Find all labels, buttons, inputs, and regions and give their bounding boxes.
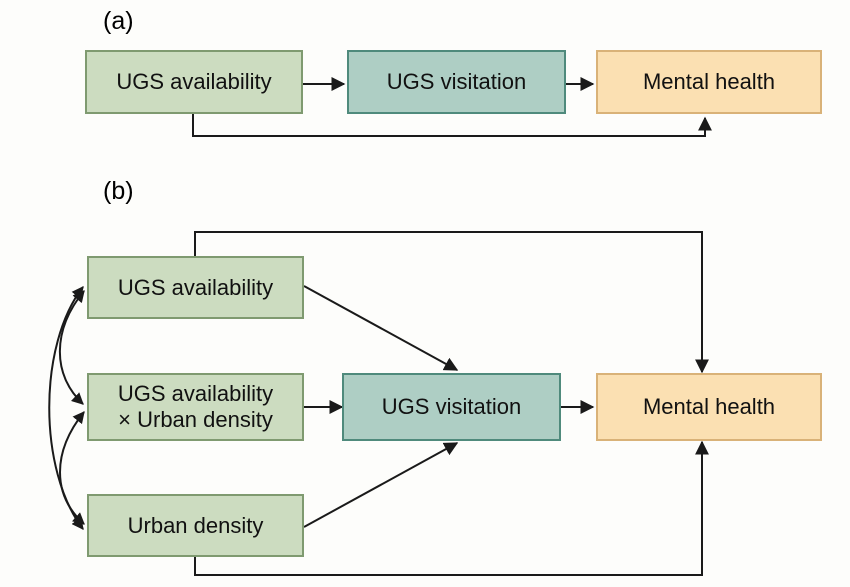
edge-b-urban-density-to-visitation [303, 442, 459, 528]
node-b-ugs-visitation-label: UGS visitation [381, 394, 522, 420]
edge-a-availability-to-mental-health [192, 114, 712, 137]
node-a-ugs-visitation-label: UGS visitation [386, 69, 527, 95]
node-a-mental-health-label: Mental health [642, 69, 776, 95]
node-b-mental-health[interactable]: Mental health [596, 373, 822, 441]
node-b-interaction-label-line1: UGS availability [117, 381, 274, 407]
node-a-ugs-availability-label: UGS availability [116, 69, 272, 95]
node-b-urban-density-label: Urban density [127, 512, 264, 538]
node-a-mental-health[interactable]: Mental health [596, 50, 822, 114]
edge-b-cov-availability-urban-density [48, 286, 84, 530]
edge-b-availability-to-visitation [303, 285, 459, 371]
node-b-ugs-availability[interactable]: UGS availability [87, 256, 304, 319]
edge-b-urban-density-to-mental-health [194, 440, 709, 576]
edge-b-availability-to-mental-health [194, 231, 709, 374]
panel-label-b: (b) [103, 177, 134, 205]
edge-b-cov-availability-interaction [58, 290, 85, 405]
node-b-interaction-label: UGS availability × Urban density [112, 381, 279, 433]
edge-b-cov-interaction-urban-density [59, 411, 85, 525]
node-b-urban-density[interactable]: Urban density [87, 494, 304, 557]
node-a-ugs-availability[interactable]: UGS availability [85, 50, 303, 114]
panel-label-a: (a) [103, 7, 134, 35]
node-b-ugs-visitation[interactable]: UGS visitation [342, 373, 561, 441]
node-b-interaction[interactable]: UGS availability × Urban density [87, 373, 304, 441]
node-b-ugs-availability-label: UGS availability [117, 274, 274, 300]
node-a-ugs-visitation[interactable]: UGS visitation [347, 50, 566, 114]
node-b-interaction-label-line2: × Urban density [118, 407, 273, 432]
node-b-mental-health-label: Mental health [642, 394, 776, 420]
